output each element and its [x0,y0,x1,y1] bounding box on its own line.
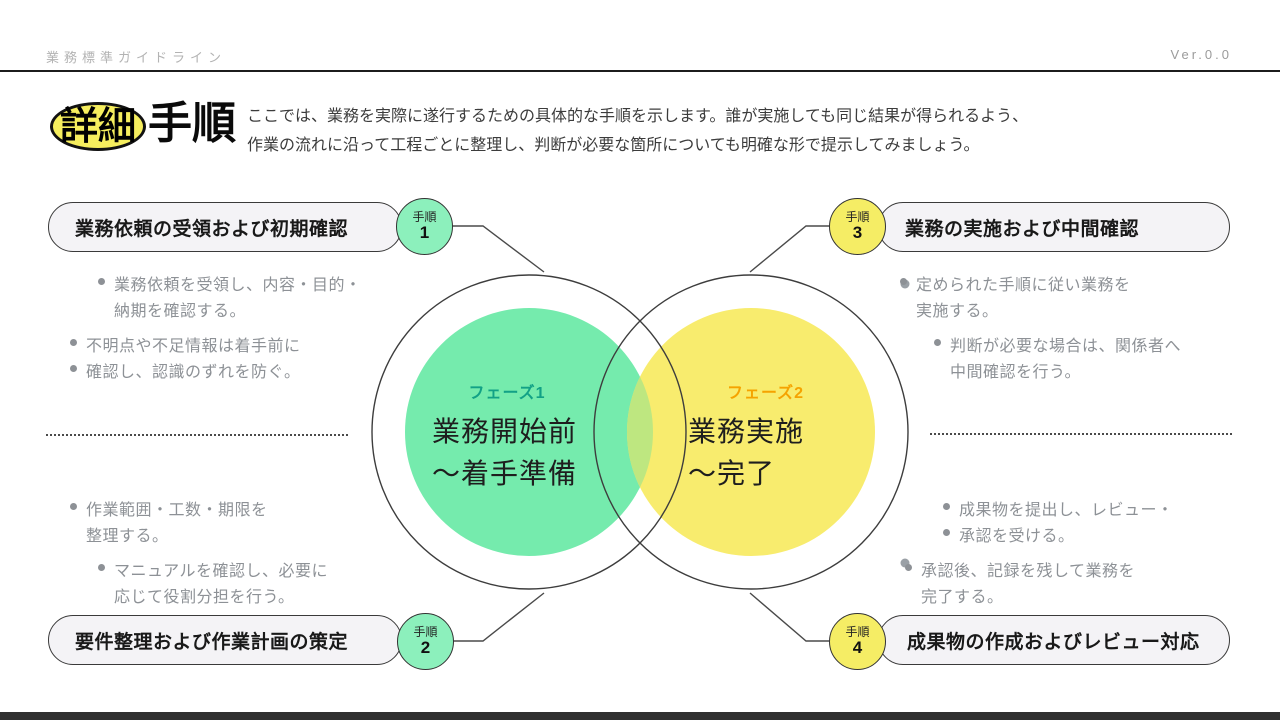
title-highlight-ellipse: 詳細 [50,102,146,151]
step1-badge-number: 1 [419,222,430,242]
bullet-dot [70,503,77,510]
notes-step2: 作業範囲・工数・期限を整理する。マニュアルを確認し、必要に応じて役割分担を行う。 [70,496,328,609]
note-text: マニュアルを確認し、必要に [114,563,329,580]
bullet-dot [934,339,941,346]
page-title: 手順 [148,99,236,148]
phase1-label-block: フェーズ1 業務開始前 〜着手準備 [432,379,582,495]
step2-title: 要件整理および作業計画の策定 [75,631,349,653]
description-line-2: 作業の流れに沿って工程ごとに整理し、判断が必要な箇所についても明確な形で提示して… [247,137,980,154]
note-line: 判断が必要な場合は、関係者へ [934,332,1181,358]
note-text: 整理する。 [86,528,169,545]
connector-step1 [452,225,545,273]
note-line: 確認し、認識のずれを防ぐ。 [70,358,362,384]
step4-badge-number: 4 [852,637,863,657]
phase1-line2: 〜着手準備 [432,458,578,489]
note-line: 中間確認を行う。 [934,358,1181,384]
note-text: 判断が必要な場合は、関係者へ [950,338,1182,355]
step1-box: 業務依頼の受領および初期確認 [48,202,402,252]
connector-step2 [452,592,545,642]
phase2-outline-circle [593,274,909,590]
note-line: 作業範囲・工数・期限を [70,496,328,522]
bullet-dot [943,503,950,510]
phase1-outline-circle [371,274,687,590]
step4-box: 成果物の作成およびレビュー対応 [878,615,1230,665]
phase2-label: フェーズ2 [726,385,805,402]
phase2-line2: 〜完了 [688,458,776,489]
note-text: 実施する。 [916,303,999,320]
note-text: 確認し、認識のずれを防ぐ。 [86,364,301,381]
note-line: 業務依頼を受領し、内容・目的・ [98,271,362,297]
note-text: 応じて役割分担を行う。 [114,589,295,606]
description-line-1: ここでは、業務を実際に遂行するための具体的な手順を示します。誰が実施しても同じ結… [247,108,1029,125]
note-line: 完了する。 [905,583,1174,609]
step2-badge-number: 2 [420,637,431,657]
step3-box: 業務の実施および中間確認 [878,202,1230,252]
step4-badge-label: 手順 [845,625,870,640]
dotted-separator-left [46,434,348,436]
title-highlight-text: 詳細 [59,105,136,148]
notes-step4: 成果物を提出し、レビュー・承認を受ける。承認後、記録を残して業務を完了する。 [905,496,1174,609]
phase2-line1: 業務実施 [688,416,805,447]
note-text: 成果物を提出し、レビュー・ [959,502,1174,519]
note-text: 納期を確認する。 [114,303,247,320]
note-line: 承認後、記録を残して業務を [905,557,1174,583]
notes-step3: 定められた手順に従い業務を実施する。判断が必要な場合は、関係者へ中間確認を行う。 [900,271,1181,384]
step2-badge: 手順 2 [397,613,454,670]
note-text: 作業範囲・工数・期限を [86,502,268,519]
note-line: 承認を受ける。 [943,522,1174,548]
header-divider [0,70,1280,72]
dotted-separator-right [930,433,1232,435]
description-text: ここでは、業務を実際に遂行するための具体的な手順を示します。誰が実施しても同じ結… [247,102,1028,160]
note-text: 承認を受ける。 [959,528,1075,545]
connector-step4 [749,592,830,642]
note-line: 応じて役割分担を行う。 [98,583,328,609]
note-text: 中間確認を行う。 [950,364,1082,381]
bullet-dot [900,278,907,285]
bullet-dot [70,365,77,372]
note-line: 不明点や不足情報は着手前に [70,332,362,358]
notes-step1: 業務依頼を受領し、内容・目的・納期を確認する。不明点や不足情報は着手前に確認し、… [70,271,362,384]
step1-badge: 手順 1 [396,198,453,255]
note-line: 定められた手順に従い業務を [900,271,1181,297]
phase1-label: フェーズ1 [468,385,546,402]
step2-box: 要件整理および作業計画の策定 [48,615,402,665]
version-label: Ver.0.0 [1170,47,1232,62]
note-text: 業務依頼を受領し、内容・目的・ [114,277,362,294]
step3-badge-label: 手順 [845,210,870,225]
connector-step3 [749,225,830,273]
step3-badge-number: 3 [852,222,863,242]
bullet-dot [943,529,950,536]
phase1-circle [405,308,653,556]
footer-bar [0,712,1280,720]
note-text: 完了する。 [921,589,1004,606]
bullet-dot [98,564,105,571]
note-line: 納期を確認する。 [98,297,362,323]
step4-badge: 手順 4 [829,613,886,670]
step1-title: 業務依頼の受領および初期確認 [75,218,349,240]
phase2-circle [627,308,875,556]
note-text: 定められた手順に従い業務を [916,277,1131,294]
step2-badge-label: 手順 [413,625,438,640]
step4-title: 成果物の作成およびレビュー対応 [907,631,1200,653]
note-line: 実施する。 [900,297,1181,323]
bullet-dot [98,278,105,285]
step3-badge: 手順 3 [829,198,886,255]
document-title: 業務標準ガイドライン [46,50,227,65]
bullet-dot [70,339,77,346]
step3-title: 業務の実施および中間確認 [905,218,1140,240]
note-line: マニュアルを確認し、必要に [98,557,328,583]
phase2-label-block: フェーズ2 業務実施 〜完了 [688,379,843,495]
note-line: 整理する。 [70,522,328,548]
note-text: 不明点や不足情報は着手前に [86,338,301,355]
note-line: 成果物を提出し、レビュー・ [943,496,1174,522]
note-text: 承認後、記録を残して業務を [921,563,1136,580]
phase1-line1: 業務開始前 [432,416,578,447]
bullet-dot [905,564,912,571]
step1-badge-label: 手順 [412,210,437,225]
